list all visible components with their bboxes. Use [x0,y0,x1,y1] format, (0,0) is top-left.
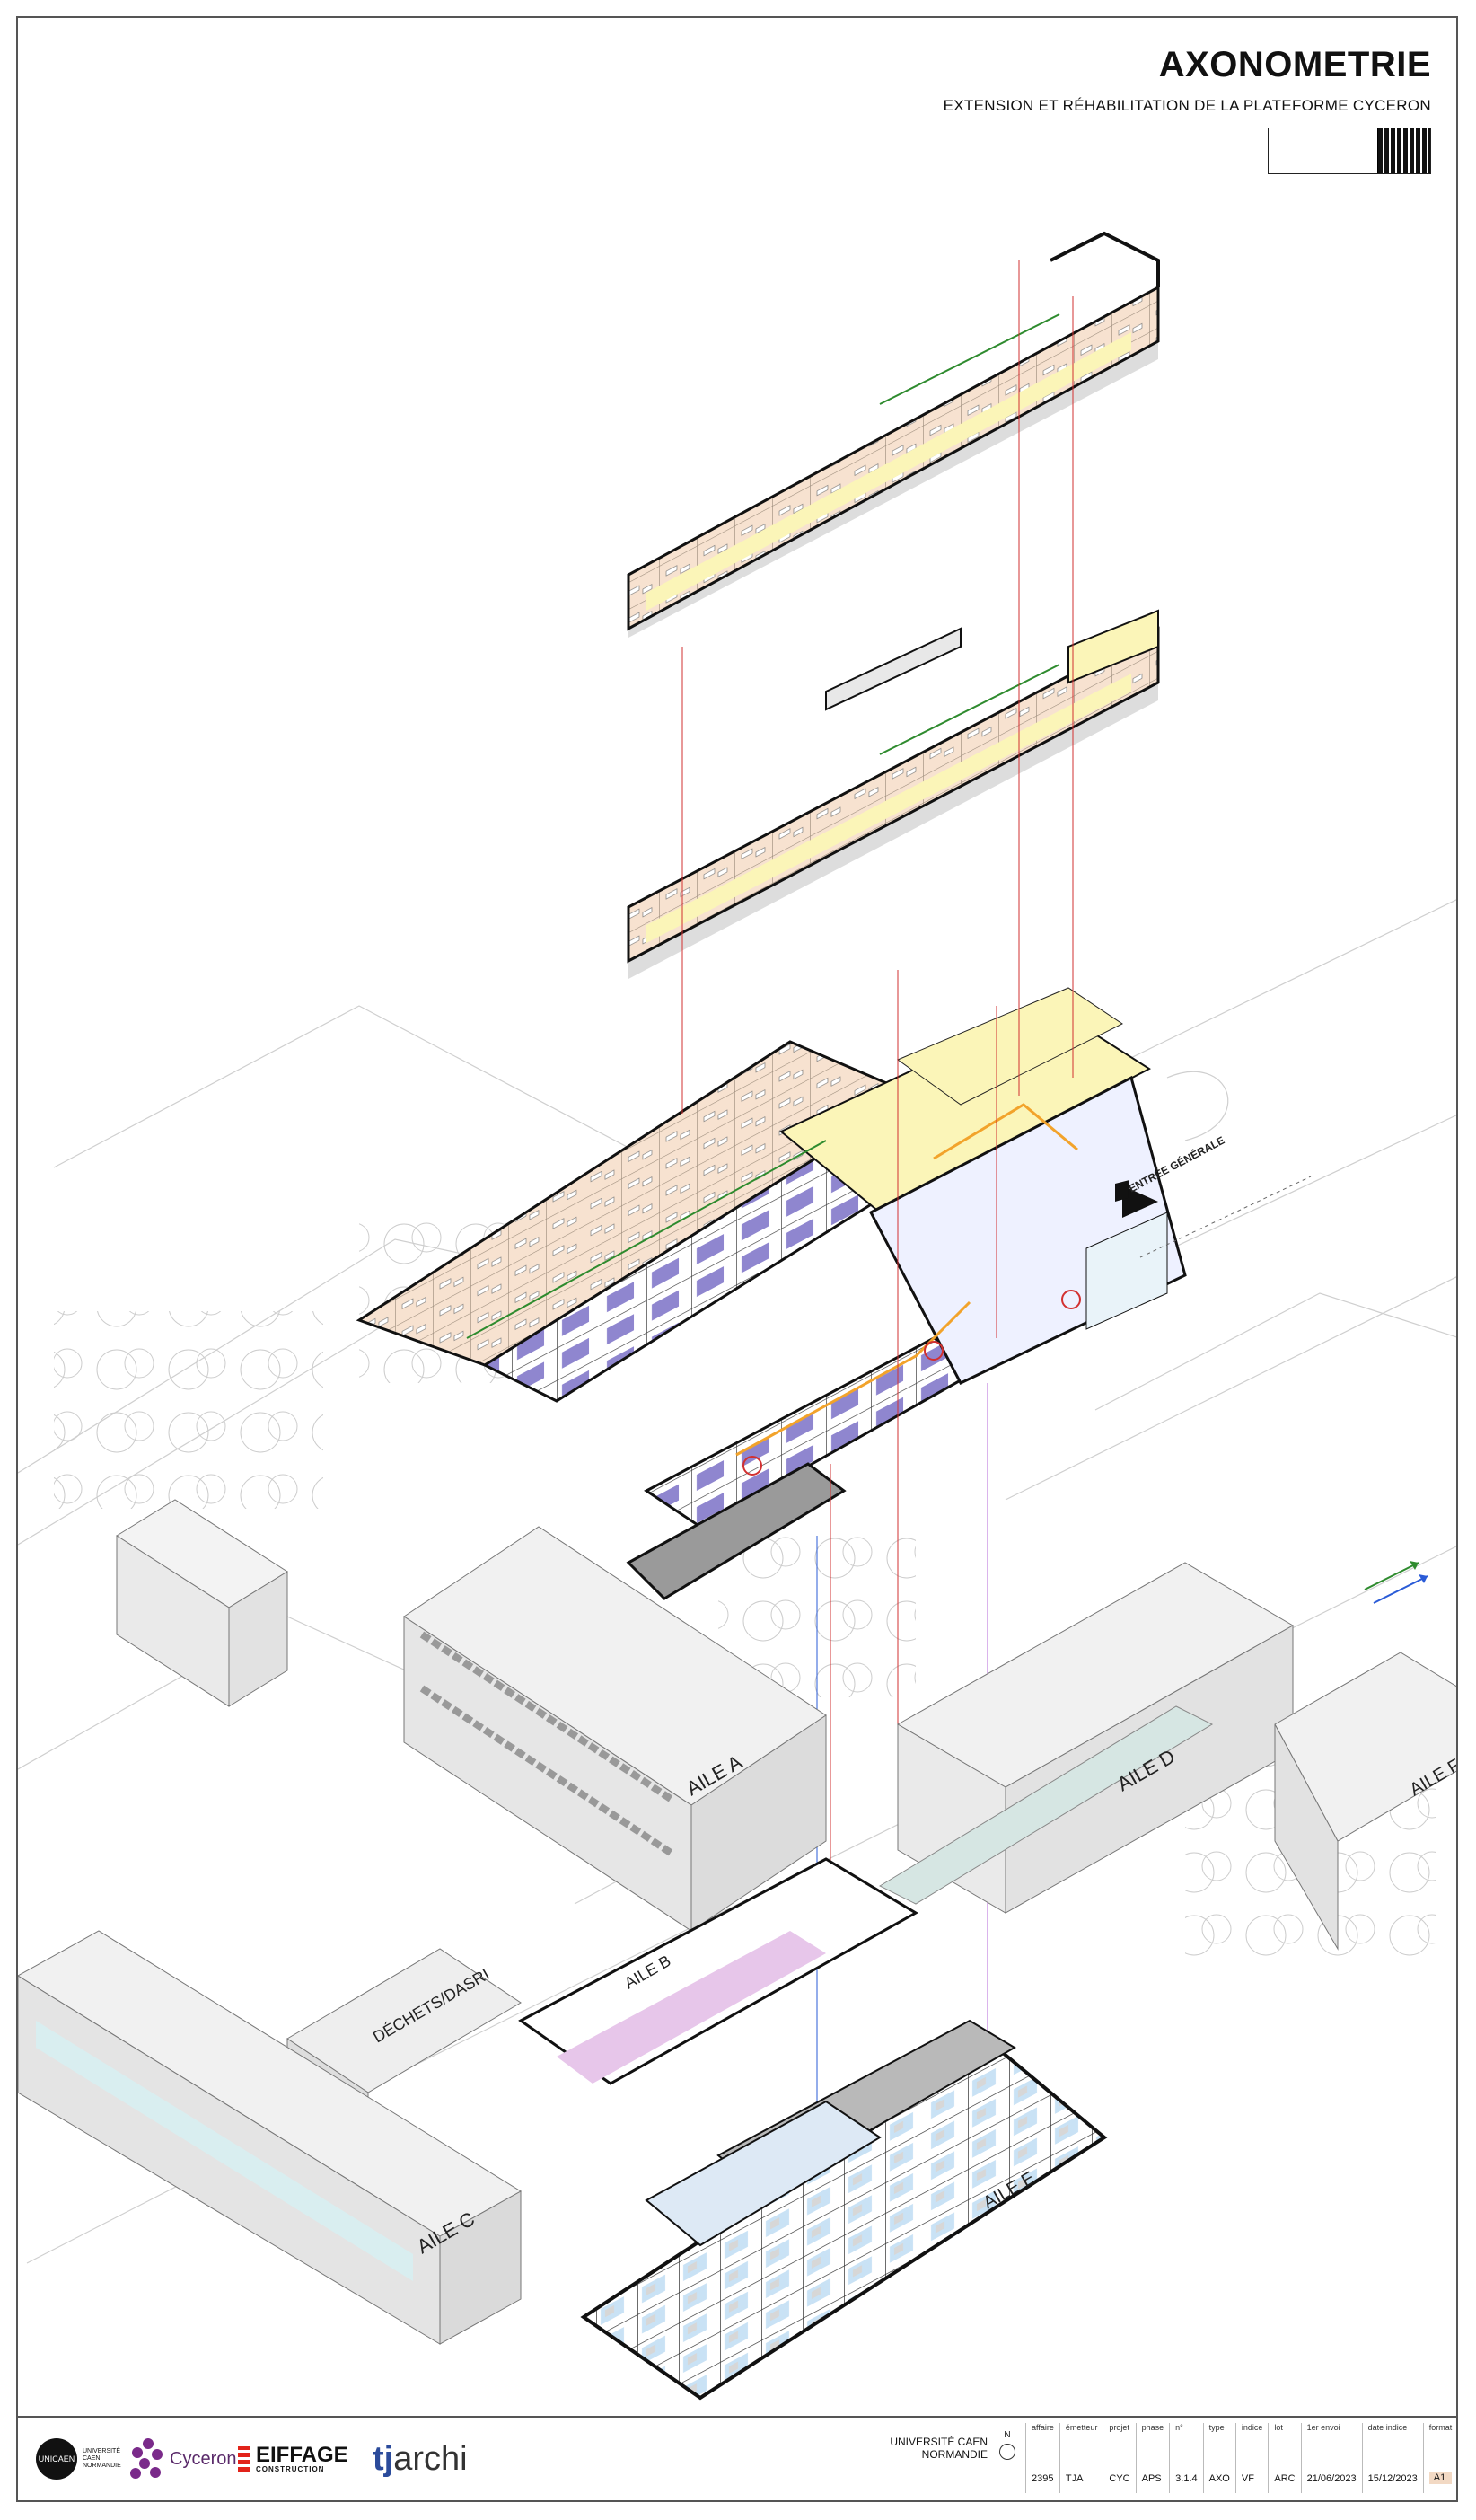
floor-r2 [627,231,1160,638]
logo-cyceron: Cyceron [130,2434,236,2484]
field-value: VF [1241,2473,1254,2484]
page-title: AXONOMETRIE [1158,45,1431,84]
field-value: A1 [1428,2472,1453,2484]
unicaen-mark: UNICAEN [36,2438,77,2480]
field-affaire: affaire 2395 [1025,2423,1059,2493]
floor-r1 [627,609,1160,979]
field-key: format [1428,2423,1453,2432]
scale-key-dark [1377,128,1430,173]
field-key: émetteur [1065,2423,1098,2432]
eiffage-wordmark: EIFFAGE CONSTRUCTION [256,2445,348,2473]
north-letter: N [1004,2430,1011,2440]
field-value: ARC [1274,2473,1296,2484]
scale-key-light [1269,128,1376,173]
field-key: projet [1109,2423,1129,2432]
north-indicator: N [997,2430,1018,2460]
field-key: phase [1141,2423,1164,2432]
marker-a1 [1061,1290,1081,1309]
field-value: TJA [1065,2473,1084,2484]
field-key: indice [1241,2423,1263,2432]
field-key: n° [1175,2423,1183,2432]
eiffage-text: EIFFAGE [256,2443,348,2467]
tjarchi-wordmark: tjarchi [373,2440,468,2479]
cyceron-mark-icon [130,2438,166,2480]
entry-path [1139,1176,1312,1258]
building-wing-e: AILE E [580,2019,1108,2401]
building-annex [116,1499,288,1707]
field-value: CYC [1109,2473,1130,2484]
logo-tjarchi: tjarchi [373,2434,468,2484]
field-value: 15/12/2023 [1367,2473,1418,2484]
floor-rdc [356,987,1187,1600]
arrow-blue-lower [1373,1574,1428,1604]
client-name: UNIVERSITÉ CAEN NORMANDIE [890,2436,988,2461]
building-wing-c: AILE C [18,1930,522,2345]
field-value: AXO [1208,2473,1230,2484]
logo-eiffage: EIFFAGE CONSTRUCTION [238,2434,348,2484]
tj-text: tj [373,2439,394,2478]
scale-key [1268,128,1431,174]
title-block: UNICAEN UNIVERSITÉ CAEN NORMANDIE Cycero… [18,2416,1456,2500]
arrow-green-lower [1364,1561,1419,1590]
marker-a2 [924,1341,944,1361]
field-numero: n° 3.1.4 [1169,2423,1202,2493]
site-trees-1 [54,1311,323,1509]
building-wing-d: AILE D [878,1562,1295,1914]
field-value: 21/06/2023 [1306,2473,1357,2484]
north-arrow-icon [999,2444,1015,2460]
eiffage-mark-icon [238,2446,250,2472]
field-key: affaire [1032,2423,1054,2432]
cyceron-text: Cyceron [170,2448,237,2469]
drawing-sheet: AXONOMETRIE EXTENSION ET RÉHABILITATION … [16,16,1458,2502]
field-key: type [1208,2423,1225,2432]
building-wing-a: AILE A [403,1526,827,1932]
logo-unicaen: UNICAEN UNIVERSITÉ CAEN NORMANDIE [36,2434,136,2484]
field-date-indice: date indice 15/12/2023 [1361,2423,1423,2493]
field-premier-envoi: 1er envoi 21/06/2023 [1300,2423,1362,2493]
field-value: APS [1141,2473,1162,2484]
page-subtitle: EXTENSION ET RÉHABILITATION DE LA PLATEF… [943,97,1431,114]
field-key: 1er envoi [1306,2423,1340,2432]
eiffage-sub: CONSTRUCTION [256,2465,325,2473]
building-wing-f: AILE F [1274,1652,1456,1951]
field-key: date indice [1367,2423,1408,2432]
archi-text: archi [393,2439,468,2478]
field-value: 3.1.4 [1175,2473,1198,2484]
unicaen-text: UNIVERSITÉ CAEN NORMANDIE [83,2448,121,2469]
field-key: lot [1274,2423,1283,2432]
marker-a3 [742,1456,762,1476]
field-value: 2395 [1032,2473,1054,2484]
axonometric-drawing: ENTRÉE GÉNÉRALE AILE A AILE D [18,231,1456,2401]
